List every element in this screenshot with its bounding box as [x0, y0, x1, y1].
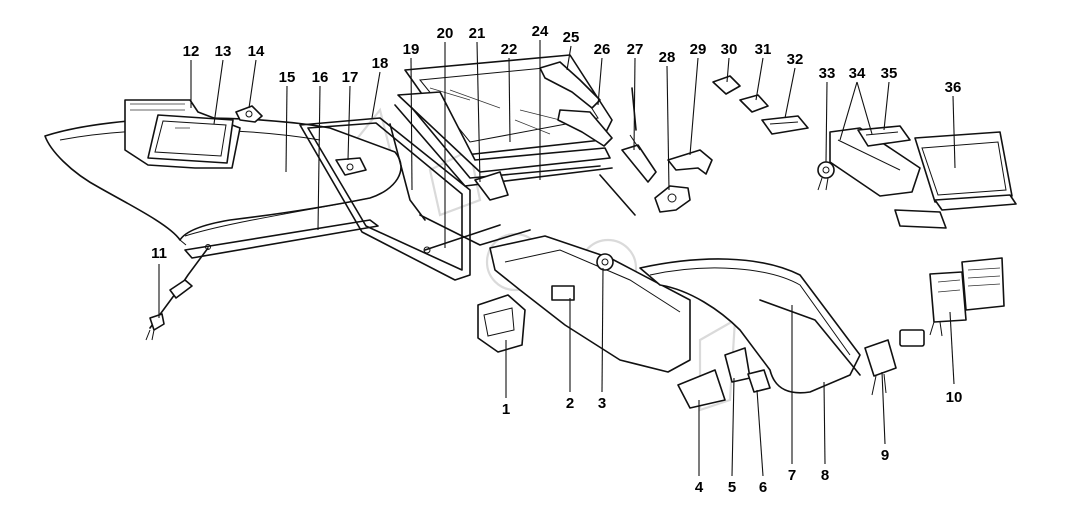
callout-6: 6 [759, 479, 767, 496]
callout-32: 32 [787, 51, 804, 68]
callout-26: 26 [594, 41, 611, 58]
callout-29: 29 [690, 41, 707, 58]
callout-11: 11 [151, 245, 167, 262]
part-31-clip [739, 94, 769, 113]
callout-13: 13 [215, 43, 232, 60]
part-10-tail-lamps [929, 257, 1005, 337]
part-1-housing [477, 294, 526, 353]
callout-10: 10 [946, 389, 963, 406]
part-28-lock [654, 185, 691, 213]
callout-27: 27 [627, 41, 644, 58]
callout-20: 20 [437, 25, 454, 42]
part-19-20-rails [389, 123, 531, 254]
part-30-clip [712, 75, 741, 95]
callout-17: 17 [342, 69, 359, 86]
callout-28: 28 [659, 49, 676, 66]
part-6-clip [747, 369, 771, 393]
callout-22: 22 [501, 41, 518, 58]
callout-33: 33 [819, 65, 836, 82]
callout-1: 1 [502, 401, 510, 418]
callout-15: 15 [279, 69, 296, 86]
callout-12: 12 [183, 43, 200, 60]
callout-16: 16 [312, 69, 329, 86]
callout-30: 30 [721, 41, 738, 58]
callout-18: 18 [372, 55, 389, 72]
part-34-trim-bar [829, 127, 921, 197]
callout-labels: 1 2 3 4 5 6 7 8 9 10 11 12 13 14 15 16 1… [151, 23, 962, 496]
callout-24: 24 [532, 23, 549, 40]
callout-21: 21 [469, 25, 486, 42]
callout-8: 8 [821, 467, 829, 484]
part-32-plate [761, 115, 809, 135]
part-12-13-sunroof [124, 99, 241, 169]
part-36-plate-panel [894, 131, 1017, 229]
part-14-bracket [235, 105, 263, 123]
part-29-hook [667, 149, 713, 175]
callout-14: 14 [248, 43, 265, 60]
part-11-cable [145, 244, 211, 341]
leader-lines [158, 40, 956, 477]
callout-34: 34 [849, 65, 866, 82]
callout-25: 25 [563, 29, 580, 46]
part-9-lamp [864, 329, 925, 396]
part-17-18-frame [299, 117, 471, 281]
callout-5: 5 [728, 479, 736, 496]
callout-2: 2 [566, 395, 574, 412]
callout-35: 35 [881, 65, 898, 82]
callout-31: 31 [755, 41, 772, 58]
part-7-8-bumper [639, 258, 861, 394]
callout-19: 19 [403, 41, 420, 58]
part-33-lamp [817, 161, 835, 191]
callout-3: 3 [598, 395, 606, 412]
part-27-handle [621, 87, 657, 183]
part-25-26-arms [539, 61, 613, 147]
callout-9: 9 [881, 447, 889, 464]
callout-7: 7 [788, 467, 796, 484]
callout-36: 36 [945, 79, 962, 96]
part-21-latch [474, 171, 509, 201]
part-5-bracket [724, 347, 751, 383]
part-16-strip [184, 219, 379, 259]
part-4-bracket [677, 369, 726, 409]
part-2-3-panel [489, 235, 691, 373]
callout-4: 4 [695, 479, 704, 496]
